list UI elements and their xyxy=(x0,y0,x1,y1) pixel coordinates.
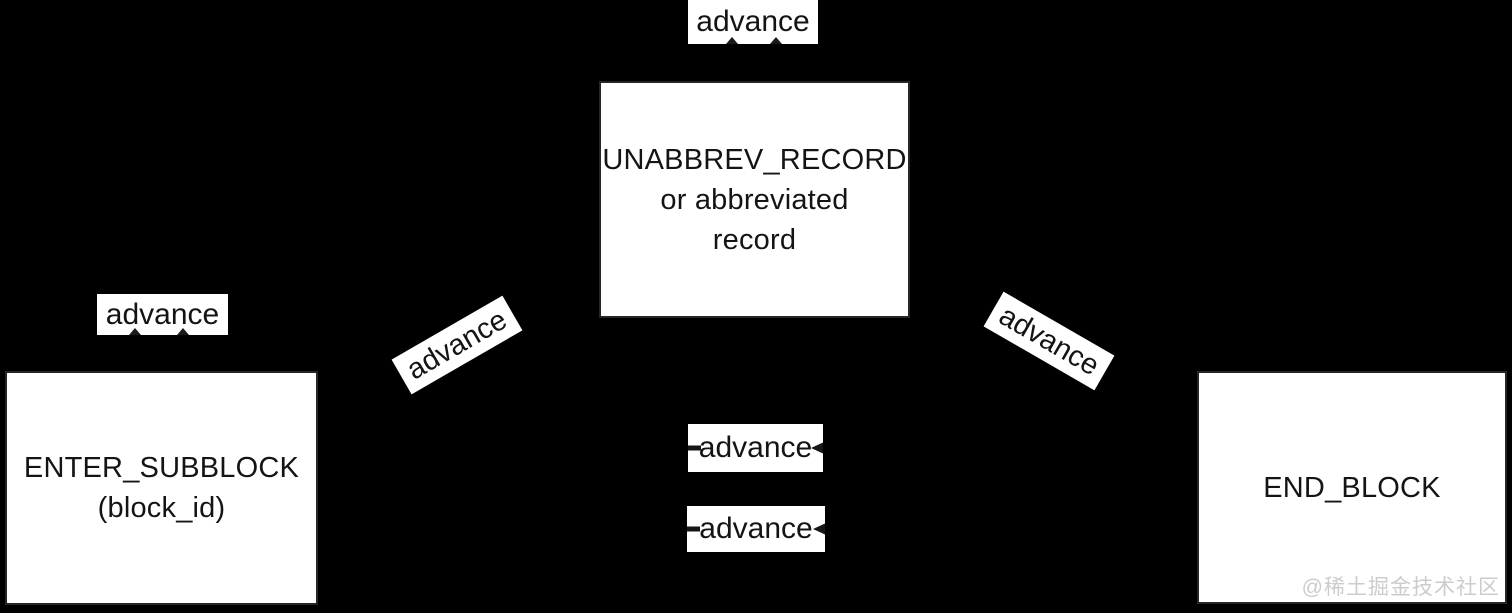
edge-label-advance-middle-upper: advance xyxy=(688,424,823,472)
node-label-line: or abbreviated xyxy=(660,183,849,216)
edge-label-advance-middle-lower: advance xyxy=(687,506,825,552)
edge-label-text: advance xyxy=(993,299,1105,382)
arrowhead-icon xyxy=(813,523,825,535)
node-label-line: record xyxy=(712,223,797,256)
arrowhead-icon xyxy=(811,442,823,454)
node-end-block: END_BLOCK xyxy=(1197,371,1507,604)
arrowhead-up-icon xyxy=(726,37,738,44)
arrow-line-stub-icon xyxy=(688,445,701,451)
edge-label-advance-diagonal-right: advance xyxy=(983,291,1115,391)
node-label-line: (block_id) xyxy=(97,492,226,524)
node-label-line: END_BLOCK xyxy=(1263,471,1441,504)
edge-label-text: advance xyxy=(401,303,513,386)
edge-label-text: advance xyxy=(698,431,813,464)
arrow-line-stub-icon xyxy=(687,526,700,532)
edge-label-text: advance xyxy=(105,297,220,331)
edge-label-advance-left-loop: advance xyxy=(97,294,228,335)
watermark-text: @稀土掘金技术社区 xyxy=(1301,576,1500,599)
node-unabbrev-record: UNABBREV_RECORD or abbreviated record xyxy=(599,81,910,318)
edge-label-advance-diagonal-left: advance xyxy=(391,295,523,395)
node-enter-subblock: ENTER_SUBBLOCK (block_id) xyxy=(5,371,318,605)
node-label-line: ENTER_SUBBLOCK xyxy=(23,452,300,484)
edge-label-text: advance xyxy=(696,5,810,38)
arrowhead-up-icon xyxy=(129,328,141,335)
arrowhead-up-icon xyxy=(177,328,189,335)
edge-label-advance-top-loop: advance xyxy=(688,0,818,44)
node-label-line: UNABBREV_RECORD xyxy=(602,143,907,176)
arrowhead-up-icon xyxy=(770,37,782,44)
edge-label-text: advance xyxy=(699,512,813,545)
